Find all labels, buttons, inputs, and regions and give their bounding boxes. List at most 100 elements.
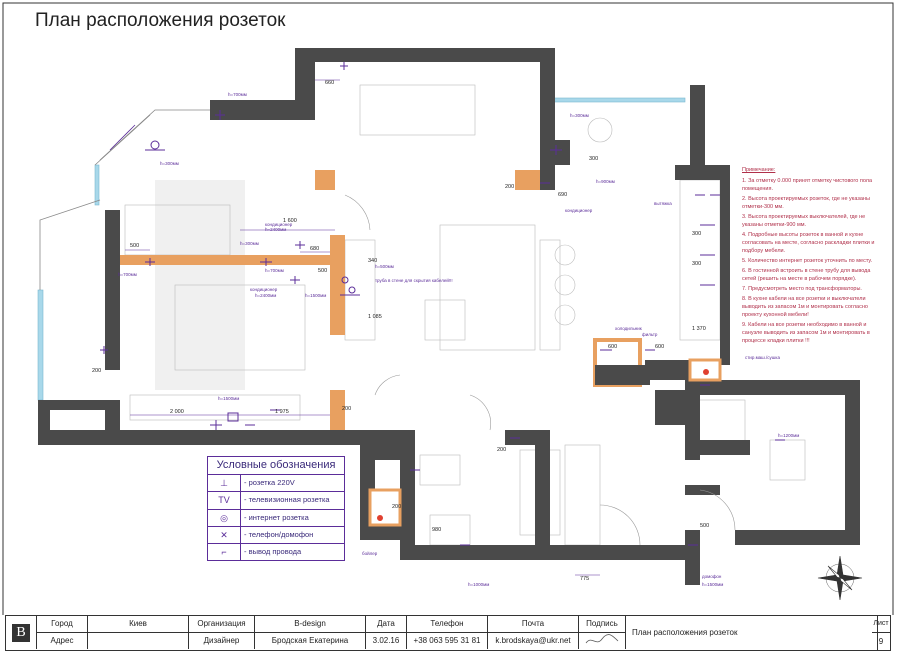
dim: 980 xyxy=(432,527,441,533)
tb-value: Дизайнер xyxy=(189,633,255,649)
column-orange xyxy=(515,170,540,190)
dim: 1 370 xyxy=(692,326,706,332)
legend-row: ✕ - телефон/домофон xyxy=(208,526,344,545)
shaft xyxy=(368,488,402,527)
note-item: 8. В кухне кабели на все розетки и выклю… xyxy=(742,296,868,318)
legend-row: ⌐ - вывод провода xyxy=(208,544,344,561)
dim: 600 xyxy=(655,344,664,350)
socket-tv-wall xyxy=(340,276,360,296)
note-item: 7. Предусмотреть место под трансформатор… xyxy=(742,286,862,292)
dim: 690 xyxy=(558,192,567,198)
tb-value: Адрес xyxy=(37,633,88,649)
tb-header: Подпись xyxy=(579,616,626,633)
tb-signature xyxy=(579,633,626,649)
compass-icon xyxy=(817,555,863,601)
dim: 1 975 xyxy=(275,409,289,415)
wall-seg xyxy=(720,165,730,365)
tb-value: +38 063 595 31 81 xyxy=(407,633,488,649)
dim: 500 xyxy=(318,268,327,274)
wall-orange xyxy=(330,390,345,430)
wall-seg xyxy=(685,440,750,455)
armchair xyxy=(587,117,613,143)
socket-bed-3 xyxy=(290,276,300,284)
tb-value: Бродская Екатерина xyxy=(255,633,366,649)
shower xyxy=(564,444,601,546)
sink-2 xyxy=(769,439,806,481)
wall-seg xyxy=(690,85,705,175)
legend-row: ◎ - интернет розетка xyxy=(208,509,344,527)
kitchen-counter xyxy=(679,179,721,341)
stool-2 xyxy=(554,274,576,296)
label: h=300мм xyxy=(240,241,259,246)
dim: 200 xyxy=(505,184,514,190)
tv-socket-icon: TV xyxy=(208,492,241,509)
power-socket-icon: ⊥ xyxy=(208,475,241,492)
socket-symbols xyxy=(100,62,785,546)
sheet-frame xyxy=(2,2,894,615)
label: h=1200мм xyxy=(778,433,799,438)
dim: 200 xyxy=(392,504,401,510)
tb-header: Организация xyxy=(189,616,255,633)
basin-1 xyxy=(419,454,461,486)
wall-seg xyxy=(38,430,415,445)
wall-seg xyxy=(210,100,295,120)
socket-kitchen-1 xyxy=(550,145,562,155)
wall-seg xyxy=(295,48,315,120)
dimension-text: 660 1 600 500 680 500 2 000 1 975 200 20… xyxy=(92,80,709,582)
wall-seg xyxy=(505,430,550,445)
label: h=700мм xyxy=(265,268,284,273)
wall-seg xyxy=(400,545,555,560)
wall-seg xyxy=(360,525,410,540)
note-item: 3. Высота проектируемых выключателей, гд… xyxy=(742,214,866,228)
legend-label: - розетка 220V xyxy=(244,478,295,487)
window-top-right xyxy=(549,97,686,103)
legend-label: - телевизионная розетка xyxy=(244,495,330,505)
company-logo: B xyxy=(6,616,37,649)
tb-header: Дата xyxy=(366,616,407,633)
wall-seg xyxy=(535,430,550,560)
window-bay xyxy=(94,164,100,206)
tb-header: Почта xyxy=(488,616,579,633)
label: h=2400мм xyxy=(255,293,276,298)
label: h=1500мм xyxy=(702,582,723,587)
socket-desk xyxy=(295,241,305,249)
dim: 1 600 xyxy=(283,218,297,224)
note-item: 9. Кабели на все розетки необходимо в ва… xyxy=(742,322,870,344)
dim: 1 085 xyxy=(368,314,382,320)
socket-labels: h=700мм h=300мм h=700мм h=2400мм h=300мм… xyxy=(118,92,799,587)
socket-dining-1 xyxy=(340,62,348,70)
label: h=1000мм xyxy=(468,582,489,587)
wall-seg xyxy=(545,140,570,165)
wall-seg xyxy=(685,485,720,495)
wall-seg xyxy=(595,365,650,385)
socket-wardrobe xyxy=(210,412,255,430)
window-left xyxy=(37,289,44,401)
label: h=2400мм xyxy=(265,227,286,232)
legend-row: ⊥ - розетка 220V xyxy=(208,475,344,493)
note-item: 4. Подробные высоты розеток в ванной и к… xyxy=(742,232,875,254)
windows xyxy=(37,97,686,401)
wall-seg xyxy=(540,48,555,190)
floor-plan: 660 1 600 500 680 500 2 000 1 975 200 20… xyxy=(2,2,894,615)
socket-bed-2 xyxy=(260,258,272,266)
bed xyxy=(174,284,306,371)
note-item: 5. Количество интернет розеток уточнить … xyxy=(742,258,873,264)
socket-left xyxy=(100,346,108,354)
tb-header: Телефон xyxy=(407,616,488,633)
sheet-number: 9 xyxy=(878,637,884,646)
notes-block: Примечание: 1. За отметку 0.000 принят о… xyxy=(742,166,880,347)
phone-socket-icon: ✕ xyxy=(208,526,241,544)
dim: 200 xyxy=(92,368,101,374)
signature-mark xyxy=(585,634,619,644)
door-swings xyxy=(344,194,736,546)
tb-header: B-design xyxy=(255,616,366,633)
legend-label: - интернет розетка xyxy=(244,512,309,522)
dim: 660 xyxy=(325,80,334,86)
wall-seg xyxy=(38,400,120,410)
legend-title: Условные обозначения xyxy=(208,457,344,475)
label: h=500мм xyxy=(375,264,394,269)
washing-machine xyxy=(694,399,746,446)
wall-seg xyxy=(540,545,700,560)
dim: 600 xyxy=(608,344,617,350)
